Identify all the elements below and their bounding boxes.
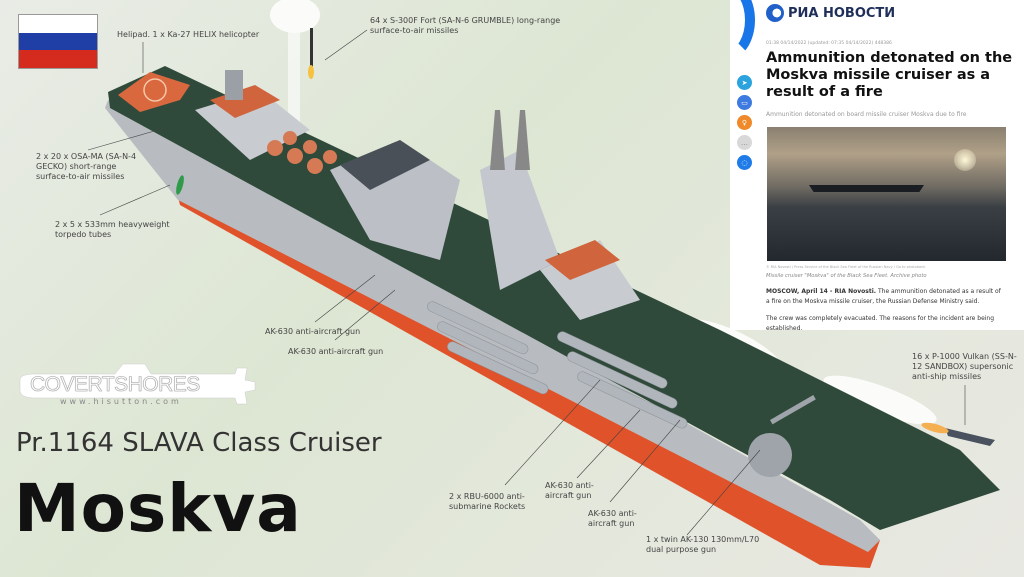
callout-line: 12 SANDBOX) supersonic (912, 362, 1014, 371)
news-article-screenshot: РИА НОВОСТИ ➤ ▭ ♀ … ◌ 01:38 04/14/2022 (… (730, 0, 1024, 330)
callout-ak630-d: AK-630 anti-aircraft gun (588, 509, 637, 529)
photo-credit: © RIA Novosti / Press Service of the Bla… (766, 265, 926, 269)
ria-brand: РИА НОВОСТИ (788, 5, 896, 21)
torpedo-icon (176, 175, 184, 195)
callout-line: aircraft gun (545, 491, 592, 500)
article-headline: Ammunition detonated on the Moskva missi… (766, 50, 1013, 100)
callout-line: aircraft gun (588, 519, 635, 528)
mast (480, 150, 560, 290)
callout-line: 2 x 5 x 533mm heavyweight (55, 220, 170, 229)
russian-flag (18, 14, 98, 69)
article-photo[interactable] (767, 127, 1006, 261)
callout-rbu: 2 x RBU-6000 anti-submarine Rockets (449, 492, 525, 512)
article-meta: 01:38 04/14/2022 (updated: 07:35 04/14/2… (766, 41, 892, 46)
callout-line: surface-to-air missiles (370, 26, 459, 35)
callout-ak630-a: AK-630 anti-aircraft gun (265, 327, 361, 336)
hull-side (105, 100, 880, 552)
paragraph-text: The ammunition detonated as a result of … (766, 288, 1001, 305)
article-paragraph: The crew was completely evacuated. The r… (766, 315, 995, 330)
helipad (118, 72, 190, 112)
callout-s300: 64 x S-300F Fort (SA-N-6 GRUMBLE) long-r… (370, 16, 560, 36)
callout-line: dual purpose gun (646, 545, 717, 554)
ria-logo[interactable]: РИА НОВОСТИ (766, 4, 895, 22)
callout-ak630-b: AK-630 anti-aircraft gun (288, 347, 384, 356)
s300-launchers (267, 131, 337, 174)
covertshores-submarine-logo (19, 363, 256, 405)
cruiser-silhouette (809, 185, 924, 192)
vulkan-launchers (427, 301, 688, 429)
comments-icon[interactable]: ◌ (737, 155, 752, 170)
callout-line: 64 x S-300F Fort (SA-N-6 GRUMBLE) long-r… (370, 16, 561, 25)
photo-caption: Missile cruiser "Moskva" of the Black Se… (766, 273, 927, 279)
callout-vulkan: 16 x P-1000 Vulkan (SS-N-12 SANDBOX) sup… (912, 352, 1017, 382)
sun (954, 149, 976, 171)
callout-line: AK-630 anti- (588, 509, 637, 518)
callout-line: 1 x twin AK-130 130mm/L70 (646, 535, 760, 544)
article-lead: Ammunition detonated on board missile cr… (766, 111, 967, 118)
callout-line: surface-to-air missiles (36, 172, 125, 181)
callout-helipad: Helipad. 1 x Ka-27 HELIX helicopter (117, 30, 260, 39)
vk-share-icon[interactable]: ▭ (737, 95, 752, 110)
decorative-arc (730, 0, 755, 60)
more-share-icon[interactable]: … (737, 135, 752, 150)
ship-class-subtitle: Pr.1164 SLAVA Class Cruiser (16, 428, 382, 458)
callout-line: 2 x 20 x OSA-MA (SA-N-4 (36, 152, 137, 161)
ok-share-icon[interactable]: ♀ (737, 115, 752, 130)
callout-line: anti-ship missiles (912, 372, 982, 381)
callout-line: 2 x RBU-6000 anti- (449, 492, 525, 501)
callout-line: 16 x P-1000 Vulkan (SS-N- (912, 352, 1017, 361)
ak130-gun (748, 395, 816, 477)
deck (108, 66, 1000, 530)
article-paragraph: MOSCOW, April 14 - RIA Novosti. The ammu… (766, 287, 1006, 307)
dateline: MOSCOW, April 14 - RIA Novosti. (766, 288, 877, 295)
ria-logo-icon (766, 4, 784, 22)
callout-line: AK-630 anti- (545, 481, 594, 490)
callout-line: torpedo tubes (55, 230, 112, 239)
leader-lines (87, 29, 966, 536)
vulkan-missile-icon (921, 422, 995, 446)
callout-ak630-c: AK-630 anti-aircraft gun (545, 481, 594, 501)
callout-line: GECKO) short-range (36, 162, 117, 171)
ship-name-title: Moskva (14, 470, 302, 547)
telegram-share-icon[interactable]: ➤ (737, 75, 752, 90)
callout-line: submarine Rockets (449, 502, 526, 511)
logo-name: COVERTSHORES (30, 373, 201, 397)
logo-url[interactable]: www.hisutton.com (60, 397, 182, 406)
sam-missile-icon (308, 28, 314, 79)
